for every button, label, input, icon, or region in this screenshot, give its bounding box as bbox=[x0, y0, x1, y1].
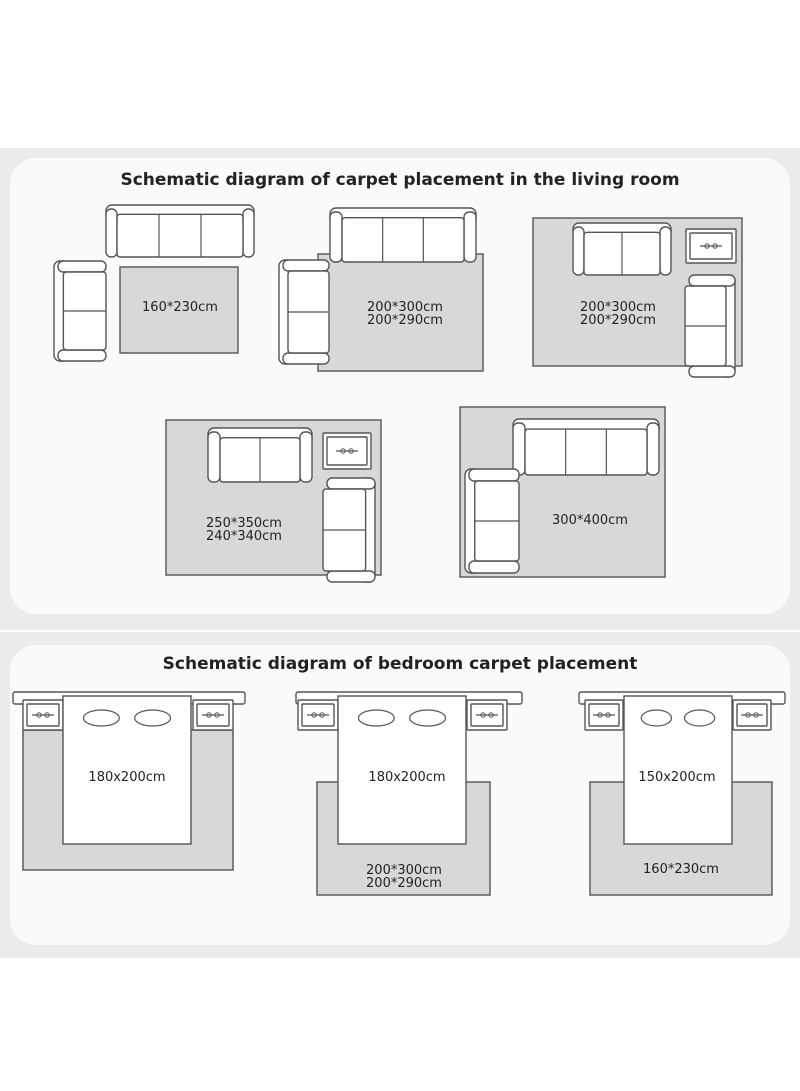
sofa-arm-bottom bbox=[688, 365, 736, 378]
sofa-arm-left bbox=[329, 211, 343, 263]
rug-living-1 bbox=[119, 266, 239, 354]
pillow bbox=[640, 709, 673, 727]
rug-size-label: 300*400cm bbox=[552, 513, 628, 528]
cabinet-knob bbox=[753, 712, 759, 718]
nightstand-right bbox=[466, 699, 508, 731]
living-layout-1: 160*230cm bbox=[53, 204, 255, 362]
three-seat-sofa bbox=[329, 207, 477, 263]
cabinet-knob bbox=[214, 712, 220, 718]
side-sofa bbox=[278, 259, 330, 365]
sofa-seat bbox=[116, 213, 244, 258]
sofa-arm-top bbox=[326, 477, 376, 490]
cabinet-knob bbox=[206, 712, 212, 718]
bed bbox=[62, 695, 192, 845]
sofa-arm-bottom bbox=[282, 352, 330, 365]
bed-size-label: 150x200cm bbox=[638, 770, 715, 785]
sofa-arm-right bbox=[659, 226, 672, 276]
bedroom-title: Schematic diagram of bedroom carpet plac… bbox=[162, 654, 638, 674]
rug-size-label: 160*230cm bbox=[643, 862, 719, 877]
side-sofa bbox=[684, 274, 736, 378]
rug-living-2 bbox=[317, 253, 484, 372]
cabinet-knob bbox=[704, 243, 710, 249]
sofa-seat bbox=[524, 428, 648, 476]
pillow bbox=[134, 709, 172, 727]
cabinet-knob bbox=[605, 712, 611, 718]
sofa-arm-left bbox=[207, 431, 221, 483]
sofa-seat bbox=[341, 217, 465, 263]
bed-size-label: 180x200cm bbox=[88, 770, 165, 785]
side-sofa bbox=[464, 468, 520, 574]
bedroom-layout-3: 150x200cm 160*230cm bbox=[578, 691, 786, 896]
two-seat-sofa bbox=[207, 427, 313, 483]
sofa-arm-left bbox=[105, 208, 118, 258]
cabinet-knob bbox=[712, 243, 718, 249]
sofa-arm-left bbox=[512, 422, 526, 476]
sofa-arm-top bbox=[282, 259, 330, 272]
three-seat-sofa bbox=[105, 204, 255, 258]
cabinet-knob bbox=[348, 448, 354, 454]
cabinet-knob bbox=[480, 712, 486, 718]
nightstand-left bbox=[584, 699, 624, 731]
nightstand-left bbox=[297, 699, 339, 731]
side-sofa bbox=[322, 477, 376, 583]
pillow bbox=[409, 709, 447, 727]
bed bbox=[623, 695, 733, 845]
sofa-arm-left bbox=[572, 226, 585, 276]
cabinet-knob bbox=[36, 712, 42, 718]
rug-size-label: 200*300cm bbox=[580, 300, 656, 315]
cabinet-knob bbox=[340, 448, 346, 454]
cabinet-knob bbox=[488, 712, 494, 718]
sofa-arm-bottom bbox=[326, 570, 376, 583]
pillow bbox=[683, 709, 716, 727]
sofa-arm-right bbox=[242, 208, 255, 258]
nightstand-left bbox=[22, 699, 64, 731]
cabinet-knob bbox=[311, 712, 317, 718]
cabinet-knob bbox=[597, 712, 603, 718]
sofa-arm-top bbox=[688, 274, 736, 287]
sofa-arm-right bbox=[299, 431, 313, 483]
nightstand-right bbox=[192, 699, 234, 731]
pillow bbox=[357, 709, 395, 727]
rug-size-label: 160*230cm bbox=[142, 300, 218, 315]
rug-size-label: 200*300cm bbox=[366, 863, 442, 878]
sofa-arm-bottom bbox=[468, 560, 520, 574]
living-layout-5: 300*400cm bbox=[459, 406, 666, 578]
sofa-arm-right bbox=[463, 211, 477, 263]
rug-size-label: 240*340cm bbox=[206, 529, 282, 544]
rug-size-label: 200*300cm bbox=[367, 300, 443, 315]
cabinet-knob bbox=[319, 712, 325, 718]
sofa-arm-top bbox=[468, 468, 520, 482]
cabinet-knob bbox=[44, 712, 50, 718]
rug-size-label: 250*350cm bbox=[206, 516, 282, 531]
bed-size-label: 180x200cm bbox=[368, 770, 445, 785]
sofa-arm-top bbox=[57, 260, 107, 273]
bedroom-layout-1: 180x200cm bbox=[12, 691, 246, 871]
rug-size-label: 200*290cm bbox=[580, 313, 656, 328]
sofa-arm-bottom bbox=[57, 349, 107, 362]
bed bbox=[337, 695, 467, 845]
side-cabinet bbox=[322, 432, 372, 470]
nightstand-right bbox=[732, 699, 772, 731]
armchair-sofa bbox=[53, 260, 107, 362]
three-seat-sofa bbox=[512, 418, 660, 476]
rug-size-label: 200*290cm bbox=[367, 313, 443, 328]
rug-size-label: 200*290cm bbox=[366, 876, 442, 891]
sofa-arm-right bbox=[646, 422, 660, 476]
cabinet-knob bbox=[745, 712, 751, 718]
pillow bbox=[82, 709, 120, 727]
side-cabinet bbox=[685, 228, 737, 264]
living-room-title: Schematic diagram of carpet placement in… bbox=[120, 170, 680, 190]
two-seat-sofa bbox=[572, 222, 672, 276]
